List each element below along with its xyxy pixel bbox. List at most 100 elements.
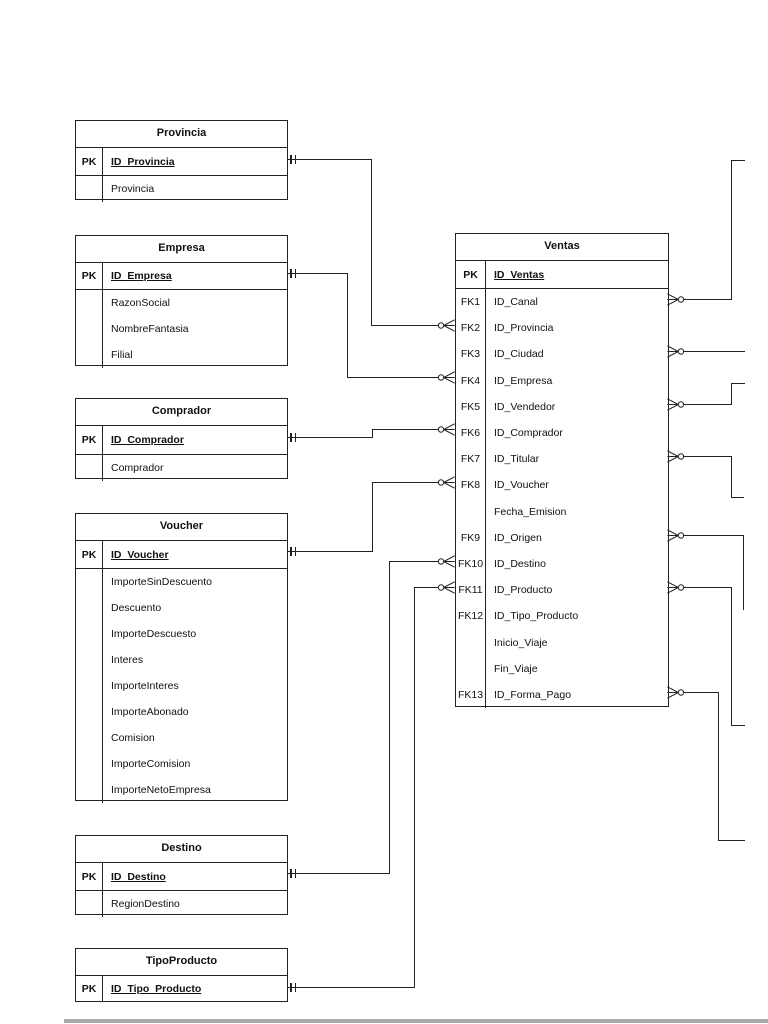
one-cardinality-icon [294,433,296,442]
key-cell [76,342,103,368]
page-edge [64,1019,768,1023]
pk-field: ID_Destino [111,870,166,883]
pk-label: PK [76,426,103,454]
rel-vendedor-line [731,383,745,384]
one-cardinality-icon [294,269,296,278]
rel-vendedor-line [731,383,732,405]
attr-row: Comision [76,725,287,751]
pk-field: ID_Provincia [111,155,175,168]
entity-provincia: Provincia PK ID_Provincia Provincia [75,120,288,202]
pk-label: PK [76,263,103,289]
attr-row: NombreFantasia [76,316,287,342]
rel-empresa-line [347,273,348,378]
pk-row: PK ID_Destino [76,863,287,891]
one-cardinality-icon [290,547,292,556]
crow-foot-icon [667,686,685,699]
attr-row: Provincia [76,176,287,202]
fk-row: FK2 ID_Provincia [456,315,668,342]
fk-label: FK11 [456,577,486,604]
attr-row: Comprador [76,455,287,481]
attr-field: Comprador [111,462,164,474]
rel-producto-line [731,725,745,726]
fk-field: ID_Forma_Pago [494,688,572,701]
fk-field: ID_Producto [494,584,553,597]
attr-row: Inicio_Viaje [456,629,668,656]
key-cell [76,290,103,316]
key-cell [76,595,103,621]
pk-field: ID_Voucher [111,548,169,561]
fk-row: FK6 ID_Comprador [456,419,668,447]
attr-row: Filial [76,342,287,368]
attr-row: Descuento [76,595,287,621]
attr-field: ImporteSinDescuento [111,576,212,588]
one-cardinality-icon [290,983,292,992]
rel-comprador-line [372,429,441,430]
attr-row: ImporteNetoEmpresa [76,777,287,803]
pk-row: PK ID_Tipo_Producto [76,976,287,1001]
attr-field: Provincia [111,183,155,195]
key-cell [76,725,103,751]
fk-row: FK4 ID_Empresa [456,367,668,394]
pk-row: PK ID_Provincia [76,148,287,176]
fk-field: ID_Tipo_Producto [494,610,579,623]
fk-field: ID_Destino [494,557,546,570]
fk-row: FK7 ID_Titular [456,446,668,473]
rel-formapago-line [718,840,745,841]
entity-ventas: Ventas PK ID_Ventas FK1 ID_Canal FK2 ID_… [455,233,669,708]
rel-empresa-line [347,377,441,378]
rel-provincia-line [371,159,372,326]
attr-row: ImporteComision [76,751,287,777]
entity-destino: Destino PK ID_Destino RegionDestino [75,835,288,917]
one-cardinality-icon [290,869,292,878]
fk-row: FK9 ID_Origen [456,524,668,551]
fk-field: Fecha_Emision [494,505,567,518]
entity-title: Provincia [76,121,287,148]
entity-title: Empresa [76,236,287,263]
rel-formapago-line [683,692,718,693]
rel-voucher-line [288,551,373,552]
attr-row: Fecha_Emision [456,498,668,525]
entity-tipoproducto: TipoProducto PK ID_Tipo_Producto [75,948,288,1002]
entity-title: Comprador [76,399,287,426]
fk-field: Inicio_Viaje [494,636,548,649]
key-cell [76,316,103,342]
pk-row: PK ID_Comprador [76,426,287,455]
rel-formapago-line [718,692,719,841]
rel-titular-line [683,456,731,457]
fk-field: ID_Ciudad [494,348,544,361]
fk-label: FK6 [456,419,486,447]
fk-field: ID_Comprador [494,427,563,440]
rel-canal-line [731,160,745,161]
entity-comprador: Comprador PK ID_Comprador Comprador [75,398,288,481]
entity-title: Destino [76,836,287,863]
fk-label [456,498,486,525]
rel-empresa-line [288,273,348,274]
fk-label [456,629,486,656]
one-cardinality-icon [290,433,292,442]
key-cell [76,647,103,673]
fk-field: Fin_Viaje [494,662,538,675]
fk-label: FK1 [456,289,486,316]
key-cell [76,176,103,202]
one-cardinality-icon [294,547,296,556]
attr-row: Interes [76,647,287,673]
rel-voucher-line [372,482,441,483]
attr-row: ImporteAbonado [76,699,287,725]
fk-label: FK3 [456,341,486,368]
one-cardinality-icon [290,155,292,164]
attr-field: ImporteInteres [111,680,179,692]
rel-vendedor-line [683,404,731,405]
fk-label: FK12 [456,603,486,630]
fk-field: ID_Vendedor [494,400,556,413]
pk-field: ID_Ventas [494,268,545,281]
rel-producto-line [731,587,732,726]
pk-row: PK ID_Empresa [76,263,287,290]
attr-field: NombreFantasia [111,323,189,335]
fk-label: FK4 [456,367,486,394]
pk-field: ID_Tipo_Producto [111,982,202,995]
attr-field: ImporteAbonado [111,706,189,718]
pk-label: PK [76,148,103,175]
attr-row: RazonSocial [76,290,287,316]
rel-titular-line [731,497,744,498]
fk-label: FK8 [456,472,486,499]
